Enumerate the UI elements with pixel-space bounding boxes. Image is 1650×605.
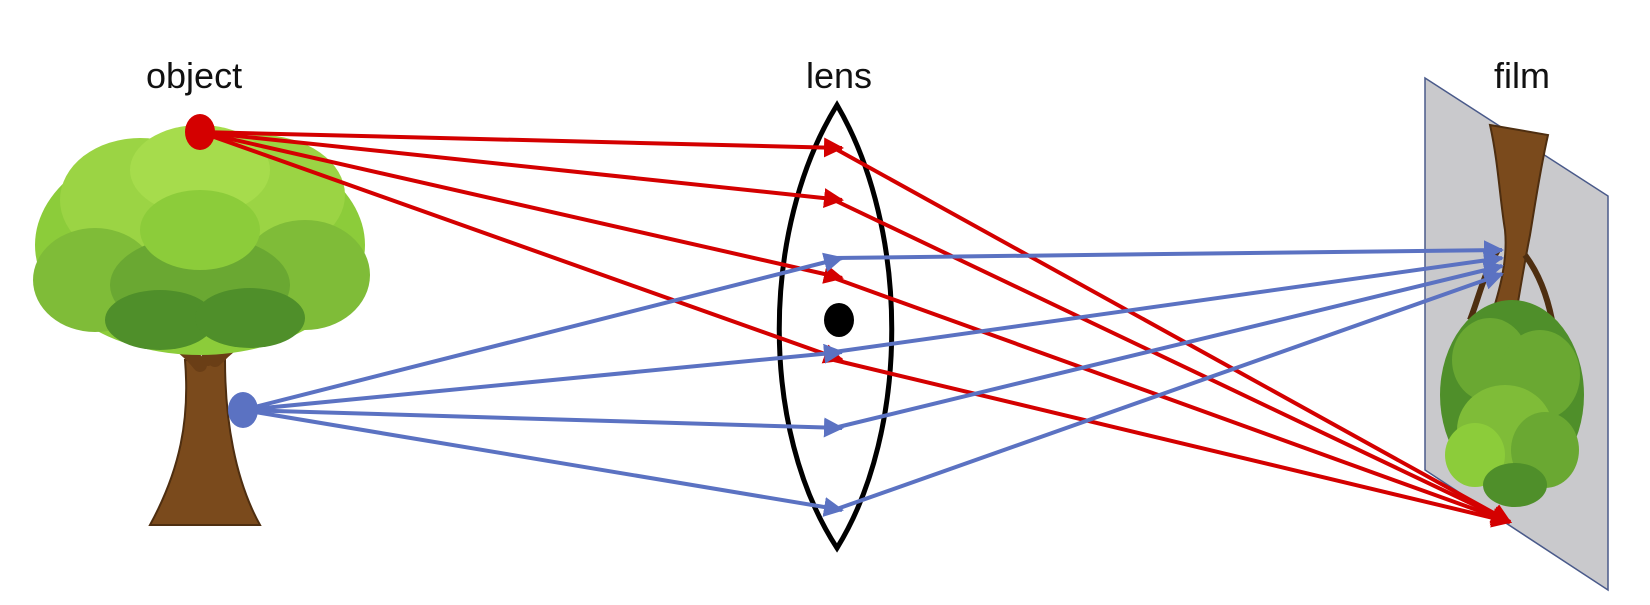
blue-rays (242, 240, 1504, 517)
red-ray-refracted-1 (833, 146, 1512, 524)
blue-ray-incident-4 (242, 408, 844, 517)
object-label: object (146, 55, 243, 96)
red-ray-refracted-2 (833, 198, 1512, 524)
red-object-point (185, 114, 215, 150)
blue-ray-refracted-3 (833, 260, 1504, 430)
red-ray-incident-4 (199, 130, 844, 364)
lens-center-dot (824, 303, 854, 337)
blue-ray-incident-2 (242, 343, 844, 412)
blue-ray-refracted-2 (833, 250, 1504, 354)
blue-ray-incident-1 (242, 252, 844, 412)
blue-ray-refracted-4 (833, 270, 1504, 512)
film-label: film (1494, 55, 1550, 96)
lens-label: lens (806, 55, 873, 96)
blue-object-point (228, 392, 258, 428)
red-ray-refracted-4 (833, 358, 1512, 528)
red-ray-refracted-3 (833, 276, 1512, 526)
red-rays (199, 130, 1512, 528)
red-ray-incident-2 (199, 130, 844, 209)
red-ray-incident-1 (199, 130, 844, 158)
lens-outline (776, 100, 895, 553)
tree-icon (33, 125, 370, 526)
blue-ray-incident-3 (242, 408, 844, 438)
blue-ray-refracted-1 (833, 240, 1504, 261)
red-ray-incident-3 (199, 130, 844, 284)
